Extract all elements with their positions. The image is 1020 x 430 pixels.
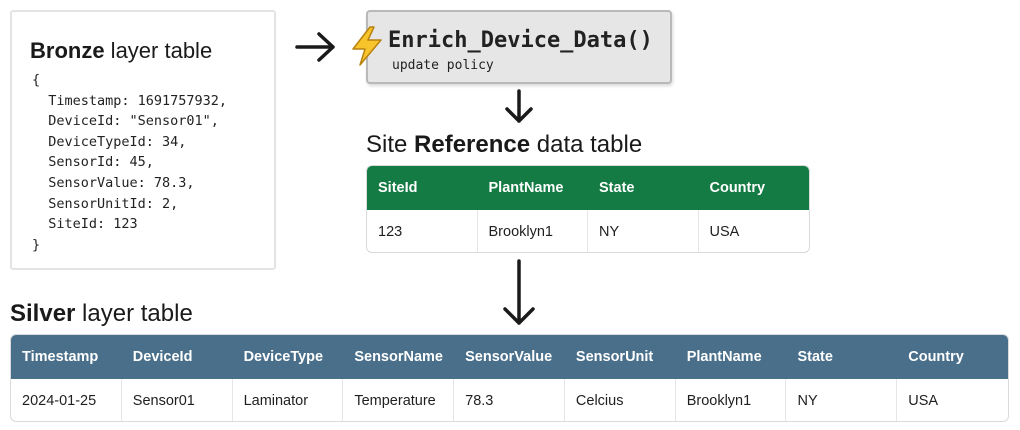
table-cell: Temperature bbox=[343, 379, 455, 421]
function-name: Enrich_Device_Data() bbox=[388, 28, 653, 53]
code-line: SensorId: 45, bbox=[32, 154, 154, 171]
table-cell: Celcius bbox=[565, 379, 676, 421]
code-line: } bbox=[32, 236, 41, 253]
table-cell: NY bbox=[588, 210, 699, 252]
table-cell: 2024-01-25 bbox=[11, 379, 122, 421]
code-line: SiteId: 123 bbox=[32, 216, 138, 233]
code-line: SensorValue: 78.3, bbox=[32, 174, 195, 191]
column-header: State bbox=[599, 180, 635, 196]
lightning-bolt-icon bbox=[352, 26, 382, 66]
column-header: Country bbox=[709, 180, 766, 196]
bronze-layer-card: Bronze layer table { Timestamp: 16917579… bbox=[10, 10, 276, 270]
code-line: { bbox=[32, 72, 41, 88]
table-cell: USA bbox=[709, 224, 740, 240]
column-header: SensorValue bbox=[465, 349, 553, 365]
silver-table-title: Silver layer table bbox=[10, 300, 193, 327]
column-header: SiteId bbox=[378, 180, 418, 196]
table-cell: Sensor01 bbox=[122, 379, 233, 421]
code-line: SensorUnitId: 2, bbox=[32, 195, 179, 212]
column-header: DeviceType bbox=[243, 349, 324, 365]
function-subtitle: update policy bbox=[392, 58, 494, 73]
column-header: PlantName bbox=[488, 180, 564, 196]
column-header: State bbox=[797, 349, 833, 365]
column-header: Timestamp bbox=[22, 349, 99, 365]
bronze-record-code: { Timestamp: 1691757932, DeviceId: "Sens… bbox=[32, 70, 227, 255]
column-header: Country bbox=[908, 349, 964, 365]
arrow-down-icon bbox=[500, 258, 538, 328]
code-line: DeviceTypeId: 34, bbox=[32, 133, 187, 150]
table-cell: NY bbox=[786, 379, 898, 421]
table-cell: USA bbox=[908, 393, 939, 409]
code-line: Timestamp: 1691757932, bbox=[32, 92, 228, 109]
arrow-right-icon bbox=[294, 30, 338, 64]
column-header: SensorUnit bbox=[575, 349, 654, 365]
column-header: DeviceId bbox=[132, 349, 193, 365]
table-cell: Brooklyn1 bbox=[676, 379, 787, 421]
bronze-title: Bronze layer table bbox=[30, 38, 213, 63]
table-cell: Laminator bbox=[233, 379, 344, 421]
table-header-row: SiteId PlantName State Country bbox=[367, 166, 809, 210]
table-header-row: Timestamp DeviceId DeviceType SensorName Sen… bbox=[11, 335, 1008, 379]
table-cell: Brooklyn1 bbox=[478, 210, 588, 252]
arrow-down-icon bbox=[502, 88, 536, 126]
table-cell: 78.3 bbox=[454, 379, 565, 421]
table-cell: 123 bbox=[367, 210, 478, 252]
code-line: DeviceId: "Sensor01", bbox=[32, 113, 219, 130]
column-header: PlantName bbox=[686, 349, 762, 365]
column-header: SensorName bbox=[354, 349, 443, 365]
enrich-function-box: Enrich_Device_Data() update policy bbox=[352, 10, 672, 84]
reference-table-title: Site Reference data table bbox=[366, 131, 643, 158]
